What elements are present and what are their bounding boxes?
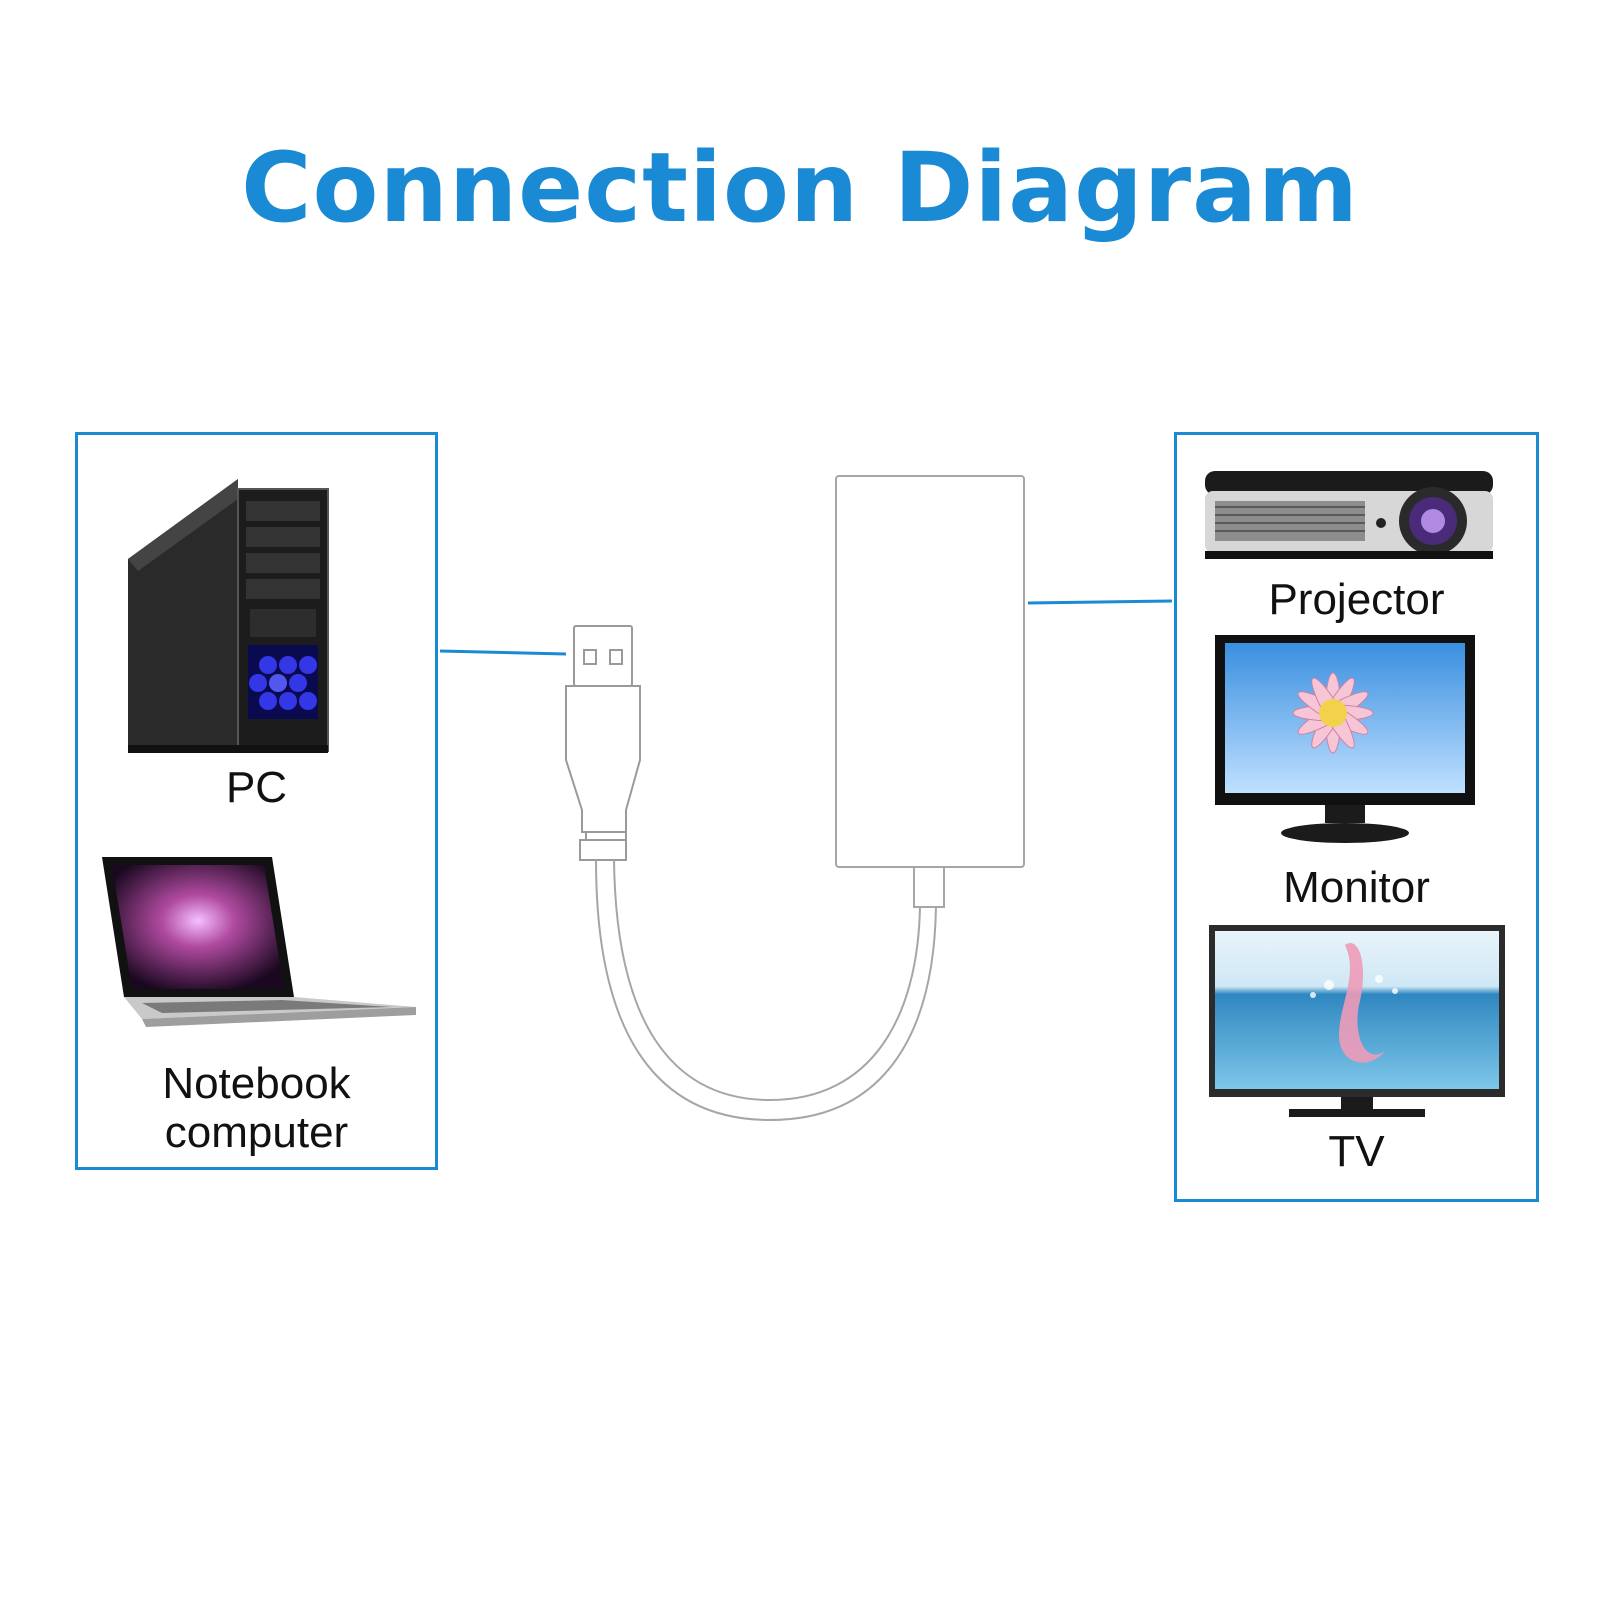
pc-tower-icon: [128, 479, 329, 753]
device-label-tv: TV: [1328, 1127, 1385, 1176]
display-devices-panel: Projector Monitor: [1174, 432, 1539, 1202]
projector-icon: [1205, 471, 1493, 559]
laptop-icon: [102, 857, 416, 1027]
diagram-title: Connection Diagram: [241, 132, 1359, 244]
adapter-cable: [595, 859, 937, 1122]
device-label-pc: PC: [225, 763, 288, 812]
display-connector-line: [1027, 599, 1173, 605]
source-devices-panel: PC Notebook computer: [75, 432, 438, 1170]
tv-icon: [1209, 925, 1505, 1117]
source-connector-line: [439, 649, 567, 656]
device-label-projector: Projector: [1268, 575, 1445, 624]
device-label-notebook: Notebook computer: [162, 1059, 351, 1158]
device-label-monitor: Monitor: [1283, 863, 1430, 912]
usb-plug-icon: [565, 625, 641, 861]
adapter-box: [835, 475, 1025, 908]
monitor-icon: [1215, 635, 1475, 843]
